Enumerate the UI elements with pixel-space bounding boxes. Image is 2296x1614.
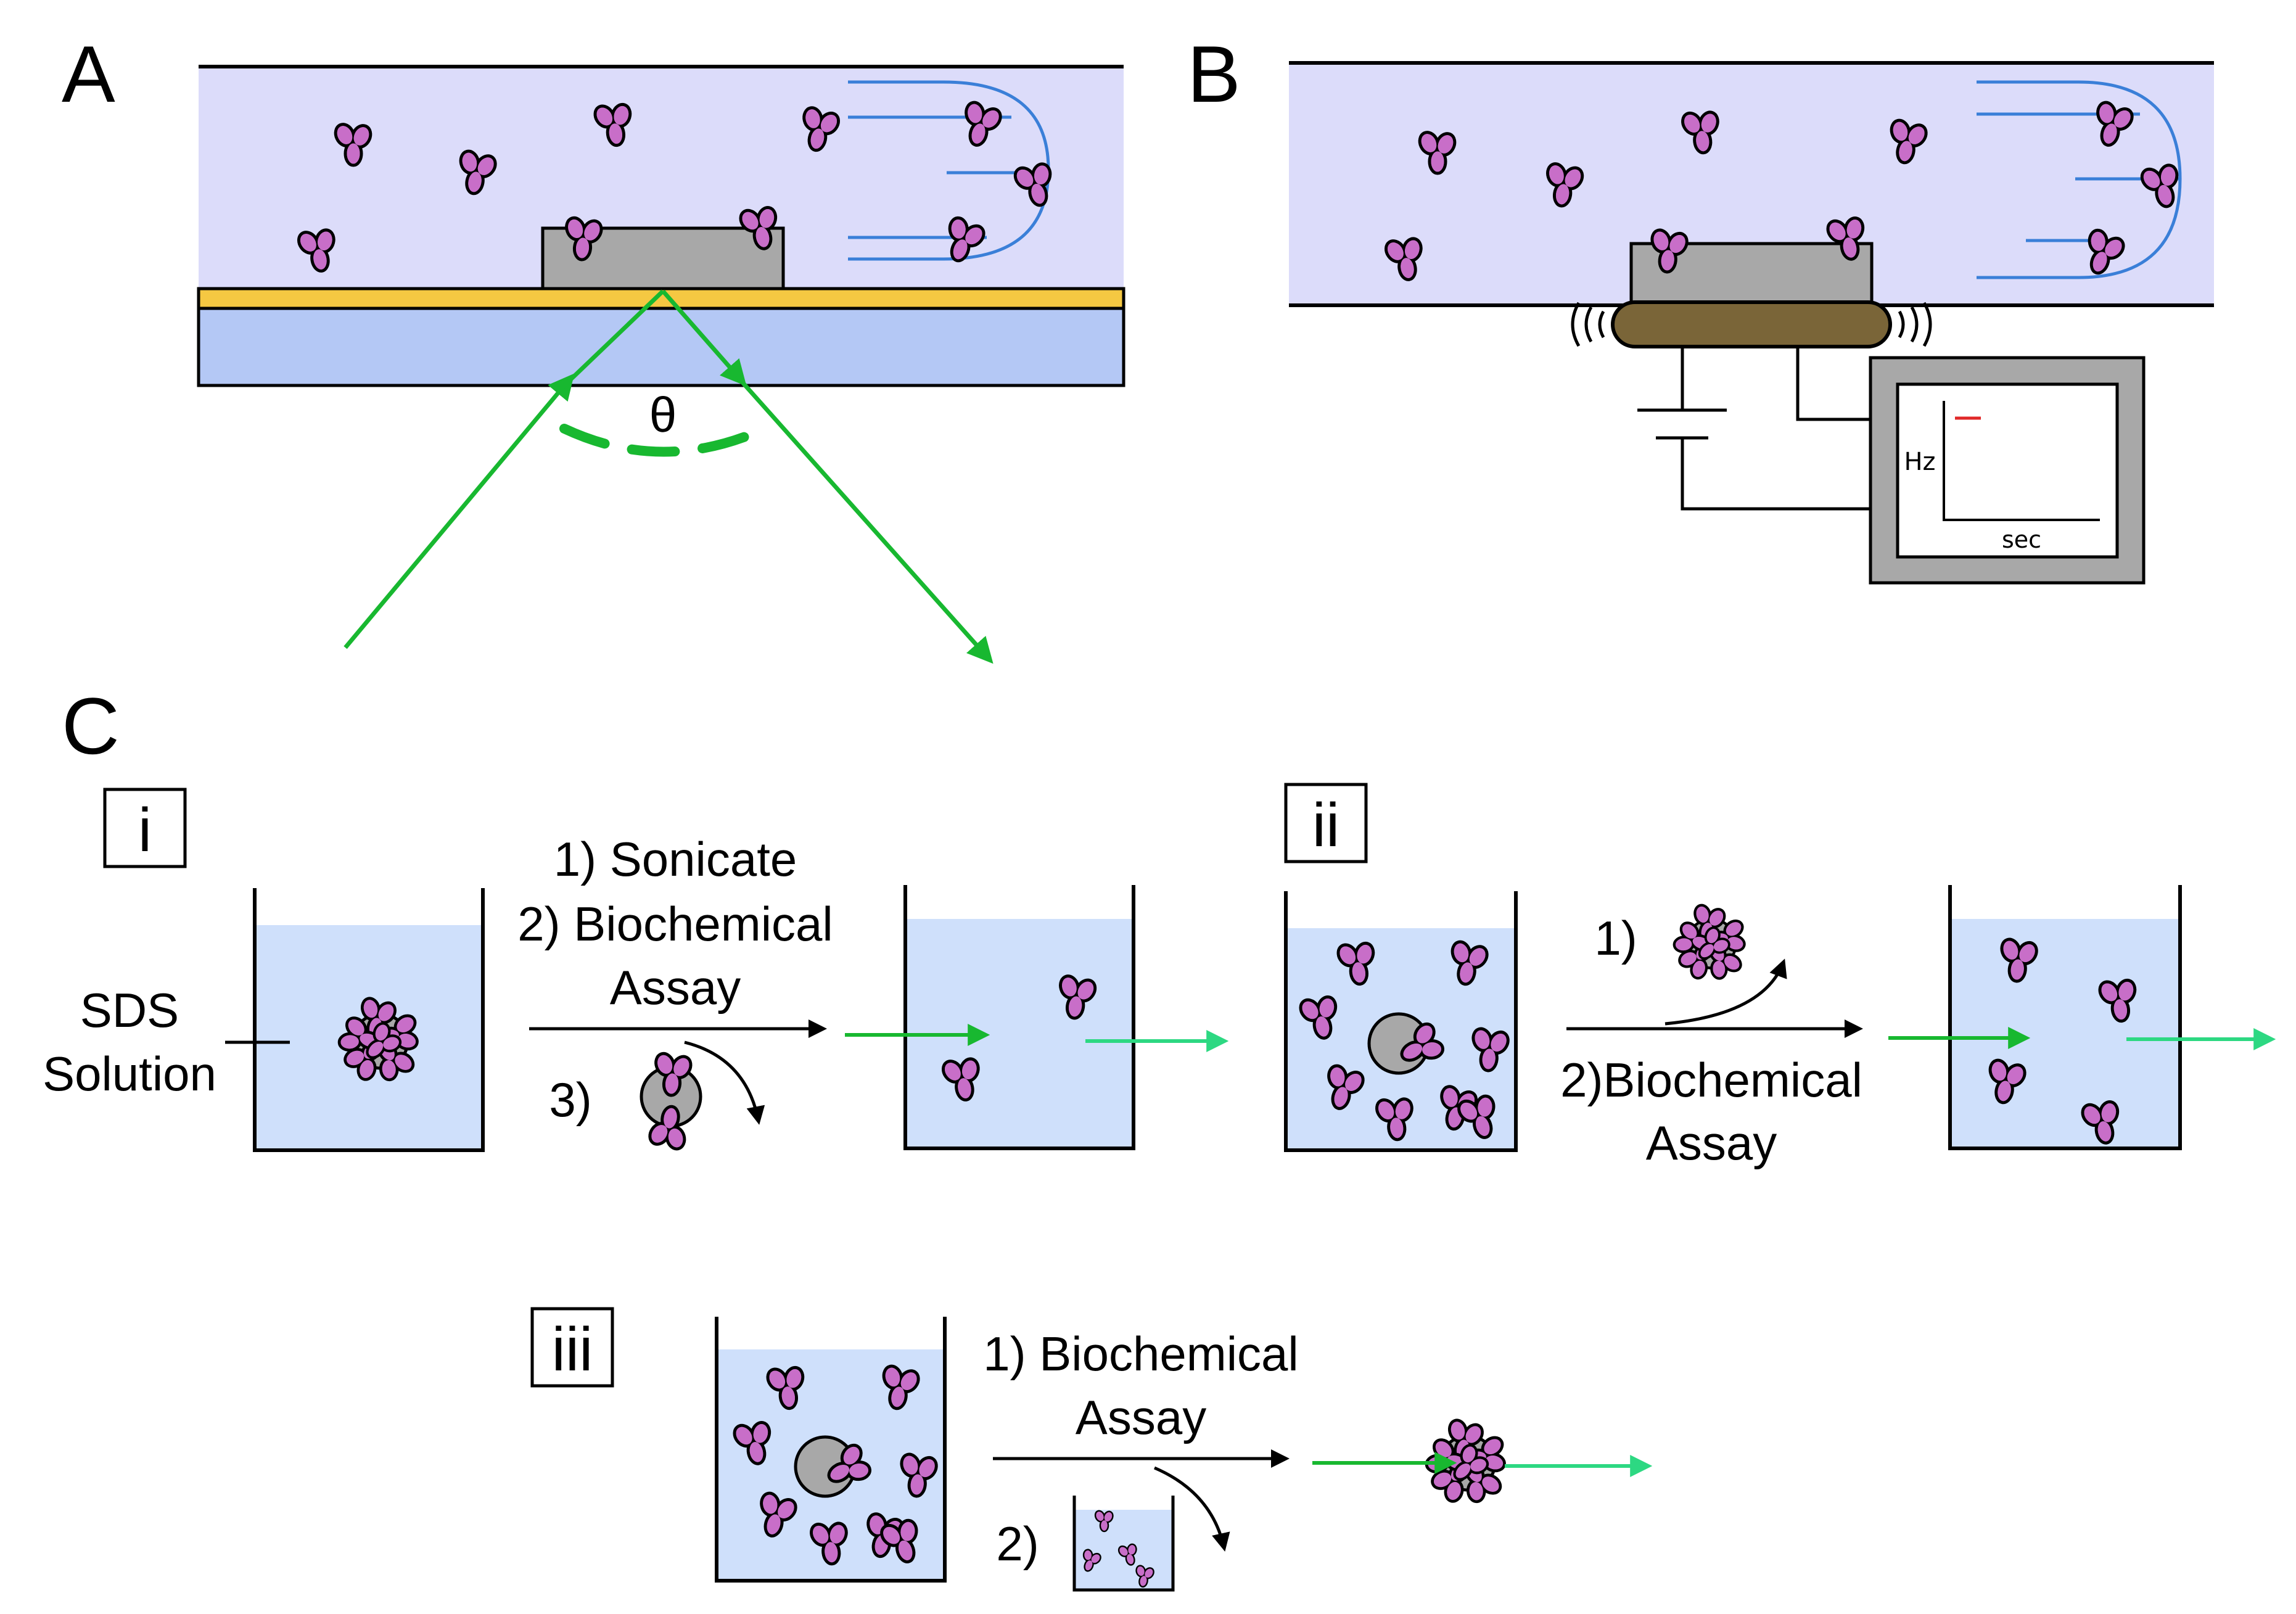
- small-beaker: [1072, 1496, 1175, 1592]
- removed-bead: [641, 1050, 701, 1153]
- beaker: [1948, 885, 2182, 1150]
- solution-label-line1: SDS: [80, 983, 179, 1037]
- panel-b-letter: B: [1187, 29, 1241, 119]
- subpanel-label-box: [103, 788, 187, 868]
- removal-arrow: [1664, 958, 1787, 1026]
- panel-c-letter: C: [62, 681, 120, 771]
- subpanel-label: iii: [552, 1315, 593, 1384]
- circuit-wires: [1637, 347, 1870, 511]
- step-assay-line1: 2) Biochemical: [517, 897, 833, 951]
- y-axis-label: Hz: [1904, 448, 1935, 476]
- step-assay-line1: 1) Biochemical: [983, 1327, 1299, 1381]
- qcm-crystal: [1611, 300, 1892, 348]
- removal-arrow: [684, 1040, 765, 1125]
- subpanel-label: ii: [1312, 791, 1339, 860]
- monitor-axes: [1943, 401, 2100, 521]
- x-axis-label: sec: [2002, 526, 2041, 553]
- step-remove-bead: 3): [549, 1073, 591, 1127]
- laser-path: [344, 289, 994, 664]
- panel-a: A θ: [62, 29, 1125, 664]
- glass-substrate: [197, 307, 1125, 387]
- panel-b: B: [1187, 29, 2214, 585]
- removal-arrow: [1154, 1466, 1230, 1552]
- subpanel-label-box: [530, 1307, 614, 1388]
- vibration-marks: [1571, 302, 1932, 347]
- panel-a-letter: A: [62, 29, 115, 119]
- monitor: Hz sec: [1869, 356, 2146, 585]
- step-assay-line2: Assay: [1646, 1116, 1777, 1170]
- step-assay-line2: Assay: [1076, 1390, 1206, 1444]
- subpanel-label: i: [138, 796, 152, 865]
- beaker: [903, 885, 1135, 1150]
- step-remove-cluster: 1): [1594, 911, 1637, 965]
- subpanel-i: i SDS Solution 1) Sonicate 2) Biochemica…: [43, 788, 1229, 1153]
- solution-label-line2: Solution: [43, 1047, 216, 1101]
- subpanel-label-box: [1284, 783, 1368, 863]
- subpanel-iii: iii 1) Biochemical Assay 2): [530, 1307, 1653, 1592]
- subpanel-ii: ii 1) 2)Biochemical Assay: [1284, 783, 2276, 1170]
- monitor-screen: [1896, 382, 2119, 559]
- step-remove-solution: 2): [996, 1517, 1039, 1571]
- step-sonicate: 1) Sonicate: [554, 832, 797, 886]
- bead-protein-cluster: [1669, 901, 1749, 986]
- angle-label: θ: [649, 387, 677, 442]
- panel-c: C i SDS Solution 1) Sonicate 2) Biochemi…: [43, 681, 2276, 1592]
- step-assay-line2: Assay: [610, 960, 741, 1015]
- step-assay-line1: 2)Biochemical: [1560, 1053, 1862, 1107]
